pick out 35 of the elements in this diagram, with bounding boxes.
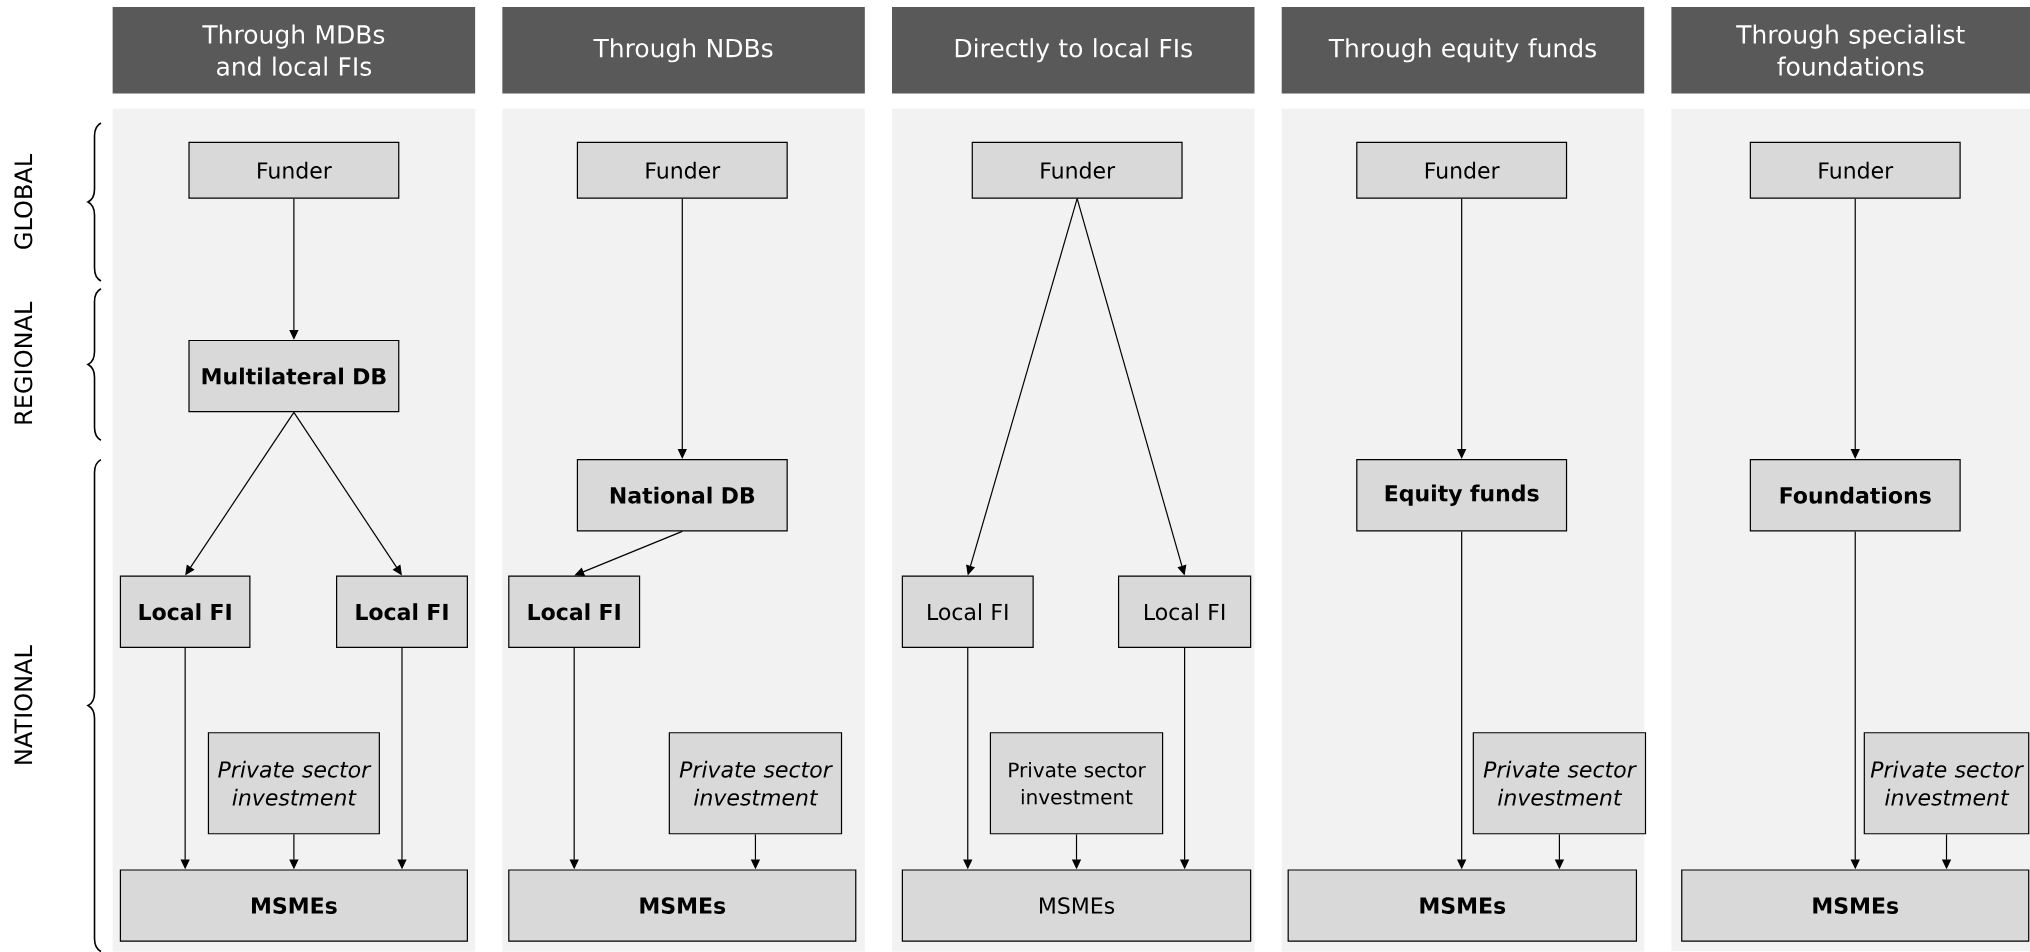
flow-box: National DB <box>576 459 788 532</box>
flow-box: MSMEs <box>1681 869 2030 942</box>
column-header: Through equity funds <box>1281 7 1645 94</box>
column-header: Directly to local FIs <box>892 7 1255 94</box>
flow-box: Funder <box>971 142 1183 199</box>
arrow <box>574 531 683 577</box>
investment-box: Private sector investment <box>207 732 380 835</box>
flow-box: Foundations <box>1749 459 1961 532</box>
flow-box: Local FI <box>1118 575 1252 649</box>
flow-box: MSMEs <box>901 869 1252 942</box>
arrow <box>293 411 402 576</box>
investment-box: Private sector investment <box>989 732 1164 835</box>
flow-box: Equity funds <box>1356 459 1568 532</box>
flow-box: Local FI <box>508 575 641 649</box>
flow-box: MSMEs <box>508 869 857 942</box>
level-label: NATIONAL <box>14 645 33 764</box>
flow-box: Funder <box>188 142 400 199</box>
flow-box: Funder <box>576 142 788 199</box>
investment-box: Private sector investment <box>1472 732 1647 835</box>
flow-box: Funder <box>1356 142 1568 199</box>
flow-box: Multilateral DB <box>188 340 400 413</box>
investment-box: Private sector investment <box>1863 732 2030 835</box>
arrow <box>185 411 295 576</box>
flow-box: Local FI <box>901 575 1034 649</box>
level-label: GLOBAL <box>14 154 33 249</box>
flow-box: Local FI <box>336 575 468 649</box>
flow-box: MSMEs <box>119 869 468 942</box>
flow-box: Local FI <box>119 575 251 649</box>
flow-box: Funder <box>1749 142 1961 199</box>
flow-box: MSMEs <box>1287 869 1638 942</box>
column-header: Through NDBs <box>502 7 865 94</box>
column-header: Through MDBs and local FIs <box>112 7 476 94</box>
level-label: REGIONAL <box>14 302 33 424</box>
column-header: Through specialist foundations <box>1671 7 2030 94</box>
investment-box: Private sector investment <box>668 732 843 835</box>
